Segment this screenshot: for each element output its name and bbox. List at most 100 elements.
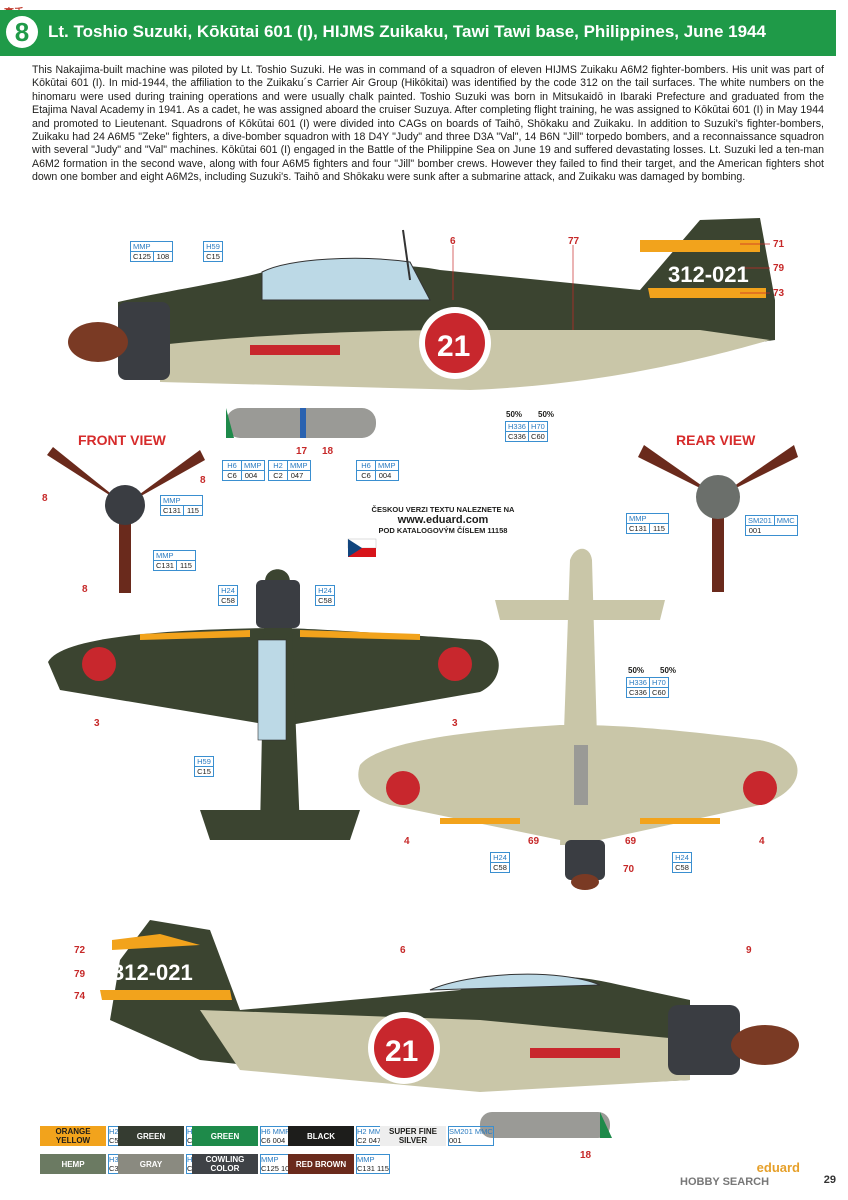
callout-bottom-9: 9: [746, 945, 752, 956]
code-h6-d: 004: [244, 471, 258, 480]
callout-bottom-18: 18: [580, 1150, 592, 1161]
code-h59b: H59 C15: [194, 756, 214, 777]
code-mix1-b: H70: [531, 422, 545, 431]
code-mix2-c: C336: [627, 688, 650, 697]
code-h2-c: C2: [269, 471, 288, 480]
legend-swatch: GREEN: [192, 1126, 258, 1146]
legend-swatch: RED BROWN: [288, 1154, 354, 1174]
legend-code-bottom: C58: [109, 1136, 123, 1145]
legend-item: GRAYH70C60: [118, 1154, 202, 1174]
legend-code-bottom: C131 115: [357, 1164, 389, 1173]
hinomaru-number-bottom: 21: [385, 1035, 418, 1068]
code-h6b-a: H6: [357, 461, 376, 470]
callout-front-8a: 8: [42, 493, 48, 504]
legend-swatch: COWLING COLOR: [192, 1154, 258, 1174]
front-propeller: [47, 447, 205, 593]
right-side-profile: [100, 920, 799, 1138]
code-h24c-b: C58: [493, 863, 507, 872]
code-mix2-b: H70: [652, 678, 666, 687]
code-prop1-a: MMP: [163, 496, 181, 505]
front-view-label: FRONT VIEW: [78, 432, 166, 448]
percent-b: 50%: [538, 410, 555, 419]
code-prop3-b: C131: [627, 524, 650, 533]
code-h6-a: H6: [223, 461, 242, 470]
code-h24c: H24 C58: [490, 852, 510, 873]
czech-note-line1: ČESKOU VERZI TEXTU NALEZNETE NA: [371, 505, 515, 514]
code-h24a: H24 C58: [218, 585, 238, 606]
callout-top-17: 17: [296, 446, 308, 457]
code-silver-a: SM201: [746, 516, 775, 526]
code-prop3-a: MMP: [629, 514, 647, 523]
code-green-h59-b: C15: [206, 252, 220, 261]
hinomaru-number-top: 21: [437, 330, 470, 363]
code-h6-c: C6: [223, 471, 242, 480]
legend-code-bottom: 001: [449, 1136, 462, 1145]
callout-plan-70: 70: [623, 864, 635, 875]
legend-code-top: MMP: [357, 1155, 375, 1164]
legend-swatch: ORANGE YELLOW: [40, 1126, 106, 1146]
code-silver-c: 001: [748, 526, 762, 535]
code-prop3-c: 115: [652, 524, 665, 533]
callout-plan-69b: 69: [625, 836, 637, 847]
code-prop1-c: 115: [186, 506, 199, 515]
code-prop2-a: MMP: [156, 551, 174, 560]
code-prop2-c: 115: [179, 561, 192, 570]
callout-plan-3a: 3: [94, 718, 100, 729]
code-prop2-b: C131: [154, 561, 177, 570]
czech-note: ČESKOU VERZI TEXTU NALEZNETE NA www.edua…: [348, 505, 538, 535]
tail-code-top: 312-021: [668, 262, 749, 287]
code-h24b: H24 C58: [315, 585, 335, 606]
code-mix1-a: H336: [506, 422, 529, 431]
plan-top-view: [48, 569, 499, 840]
code-mix1-c: C336: [506, 432, 529, 441]
rear-propeller: [638, 445, 798, 592]
callout-top-77: 77: [568, 236, 580, 247]
code-h59b-a: H59: [197, 757, 211, 766]
code-h24b-a: H24: [318, 586, 332, 595]
code-cowl-a: MMP: [133, 242, 151, 251]
code-h24d-b: C58: [675, 863, 689, 872]
callout-top-18: 18: [322, 446, 334, 457]
legend-code-top: H24: [109, 1127, 123, 1136]
code-h6b-b: MMP: [378, 461, 396, 470]
percent-d: 50%: [660, 666, 677, 675]
callout-bottom-79: 79: [74, 969, 86, 980]
callout-plan-4b: 4: [759, 836, 765, 847]
code-h2-b: MMP: [290, 461, 308, 470]
code-h24a-a: H24: [221, 586, 235, 595]
legend-swatch: BLACK: [288, 1126, 354, 1146]
code-green-h59-a: H59: [206, 242, 220, 251]
profile-description: This Nakajima-built machine was piloted …: [32, 64, 824, 184]
code-h24d: H24 C58: [672, 852, 692, 873]
percent-c: 50%: [628, 666, 645, 675]
callout-front-8c: 8: [82, 584, 88, 595]
legend-item: GREENH59C15: [118, 1126, 202, 1146]
czech-note-line2: POD KATALOGOVÝM ČÍSLEM 11158: [378, 526, 508, 535]
callout-top-73: 73: [773, 288, 785, 299]
legend-swatch: SUPER FINE SILVER: [380, 1126, 446, 1146]
code-h24c-a: H24: [493, 853, 507, 862]
code-green-h59: H59 C15: [203, 241, 223, 262]
left-side-profile: [68, 218, 775, 438]
legend-code-bottom: C125 108: [261, 1164, 294, 1173]
callout-plan-69a: 69: [528, 836, 540, 847]
callout-plan-4a: 4: [404, 836, 410, 847]
code-mix1-d: C60: [531, 432, 545, 441]
czech-note-url: www.eduard.com: [397, 514, 489, 526]
callout-top-79: 79: [773, 263, 785, 274]
legend-code-bottom: C336: [109, 1164, 127, 1173]
percent-a: 50%: [506, 410, 523, 419]
legend-code-top: SM201 MMC: [449, 1127, 493, 1136]
